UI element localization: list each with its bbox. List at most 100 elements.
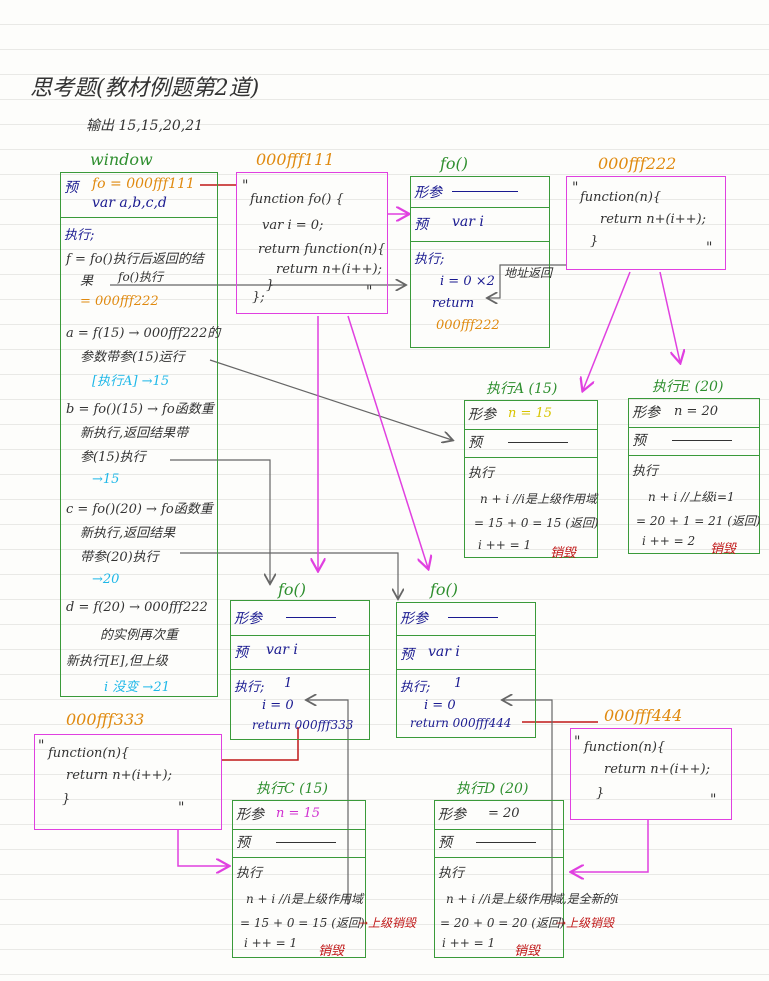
arrow-b-to-fo bbox=[170, 459, 270, 583]
fo-c-param-blank bbox=[448, 617, 498, 618]
arrow-c-to-fo bbox=[180, 552, 398, 598]
fo-main-pre-label: 预 bbox=[414, 217, 428, 233]
fo-main-exec1: i = 0 ×2 bbox=[440, 274, 495, 289]
execA-exec-label: 执行 bbox=[468, 466, 495, 481]
window-d-line4: i 没变 →21 bbox=[104, 680, 170, 695]
window-d-line1: d = f(20) → 000fff222 bbox=[66, 600, 208, 615]
heap111-code2: var i = 0; bbox=[262, 218, 324, 233]
execA-pre-label: 预 bbox=[468, 435, 482, 451]
heap111-code3: return function(n){ bbox=[258, 242, 386, 257]
execD-pre-blank bbox=[476, 842, 536, 843]
arrow-return-address bbox=[488, 264, 566, 298]
arrow-C-scope bbox=[307, 700, 349, 905]
fo-main-box bbox=[410, 176, 550, 348]
execE-line2: = 20 + 1 = 21 (返回) bbox=[636, 514, 761, 528]
window-b-line3: 参(15)执行 bbox=[80, 450, 146, 465]
execC-box bbox=[232, 800, 366, 958]
heap111-address: 000fff111 bbox=[256, 150, 335, 169]
execA-destroy: 销毁 bbox=[550, 546, 577, 561]
execD-param-label: 形参 bbox=[438, 807, 466, 823]
arrow-D-scope bbox=[503, 700, 553, 905]
window-b-line1: b = fo()(15) → fo函数重 bbox=[66, 402, 214, 417]
window-f-line2: 果 bbox=[80, 274, 94, 289]
execE-destroy: 销毁 bbox=[710, 542, 737, 557]
window-c-line4: →20 bbox=[92, 572, 120, 587]
execA-line1: n + i //i是上级作用域 bbox=[480, 492, 597, 506]
fo-main-return-note: 地址返回 bbox=[504, 266, 553, 280]
execC-param-label: 形参 bbox=[236, 807, 264, 823]
heap222-open-quote: " bbox=[572, 180, 579, 196]
heap222-code1: function(n){ bbox=[580, 190, 662, 205]
arrow-111-fo-c bbox=[347, 315, 428, 568]
fo-main-exec-label: 执行; bbox=[414, 252, 445, 267]
heap222-code3: } bbox=[590, 234, 599, 249]
heap333-close-quote: " bbox=[178, 800, 185, 816]
fo-b-exec-label: 执行; bbox=[234, 680, 265, 695]
window-header: window bbox=[90, 150, 153, 169]
window-pre-vars: var a,b,c,d bbox=[92, 195, 167, 211]
execC-line3: i ++ = 1 bbox=[244, 936, 298, 950]
execC-param-value: n = 15 bbox=[276, 806, 321, 821]
execD-box bbox=[434, 800, 564, 958]
heap111-code5: } bbox=[266, 278, 275, 293]
execC-line1: n + i //i是上级作用域 bbox=[246, 892, 363, 906]
window-f-line2b: fo()执行 bbox=[118, 270, 164, 284]
fo-b-param-label: 形参 bbox=[234, 611, 262, 627]
fo-b-pre-var: var i bbox=[266, 642, 298, 658]
execC-line2: = 15 + 0 = 15 (返回) bbox=[240, 916, 365, 930]
fo-b-exec-mark: 1 bbox=[284, 676, 293, 691]
heap333-box bbox=[34, 734, 222, 830]
execD-header: 执行D (20) bbox=[456, 781, 529, 797]
arrow-222-A bbox=[583, 271, 631, 390]
fo-c-box bbox=[396, 602, 536, 738]
window-a-line1: a = f(15) → 000fff222的 bbox=[66, 326, 221, 341]
execD-line3: i ++ = 1 bbox=[442, 936, 496, 950]
execE-exec-label: 执行 bbox=[632, 464, 659, 479]
execD-exec-label: 执行 bbox=[438, 866, 465, 881]
heap444-box bbox=[570, 728, 732, 820]
heap222-code2: return n+(i++); bbox=[600, 212, 706, 227]
execD-line2: = 20 + 0 = 20 (返回) bbox=[440, 916, 565, 930]
execE-pre-label: 预 bbox=[632, 433, 646, 449]
fo-main-exec3: 000fff222 bbox=[436, 318, 500, 333]
heap333-open-quote: " bbox=[38, 738, 45, 754]
heap111-code4: return n+(i++); bbox=[276, 262, 382, 277]
heap222-box bbox=[566, 176, 726, 270]
fo-c-pre-var: var i bbox=[428, 644, 460, 660]
execD-destroy: 销毁 bbox=[514, 944, 541, 959]
execE-line1: n + i //上级i=1 bbox=[648, 490, 735, 504]
arrow-333-C bbox=[177, 830, 228, 866]
fo-b-exec2: return 000fff333 bbox=[252, 718, 354, 732]
execD-line1: n + i //i是上级作用域,是全新的i bbox=[446, 892, 619, 906]
fo-c-header: fo() bbox=[430, 580, 459, 599]
execC-pre-label: 预 bbox=[236, 835, 250, 851]
pointer-fob-333 bbox=[222, 727, 299, 761]
execC-header: 执行C (15) bbox=[256, 781, 328, 797]
execE-param-value: n = 20 bbox=[674, 404, 719, 419]
execC-line2-note: →上级销毁 bbox=[358, 916, 417, 930]
window-d-line2: 的实例再次重 bbox=[100, 628, 179, 643]
fo-main-pre-var: var i bbox=[452, 214, 484, 230]
execE-line3: i ++ = 2 bbox=[642, 534, 696, 548]
execA-pre-blank bbox=[508, 442, 568, 443]
fo-b-exec1: i = 0 bbox=[262, 698, 294, 713]
arrow-222-E bbox=[659, 271, 680, 362]
window-f-line3: = 000fff222 bbox=[80, 294, 159, 309]
execA-header: 执行A (15) bbox=[486, 381, 558, 397]
execA-line2: = 15 + 0 = 15 (返回) bbox=[474, 516, 599, 530]
execA-param-value: n = 15 bbox=[508, 406, 553, 421]
heap444-close-quote: " bbox=[710, 792, 717, 808]
fo-c-exec1: i = 0 bbox=[424, 698, 456, 713]
heap333-code1: function(n){ bbox=[48, 746, 130, 761]
execE-box bbox=[628, 398, 760, 554]
heap111-code6: }; bbox=[252, 290, 265, 305]
fo-b-header: fo() bbox=[278, 580, 307, 599]
execD-line2-note: →上级销毁 bbox=[556, 916, 615, 930]
heap111-open-quote: " bbox=[242, 178, 249, 194]
fo-c-exec-label: 执行; bbox=[400, 680, 431, 695]
execC-exec-label: 执行 bbox=[236, 866, 263, 881]
window-c-line2: 新执行,返回结果 bbox=[80, 526, 176, 541]
heap111-code1: function fo() { bbox=[250, 192, 344, 207]
execC-destroy: 销毁 bbox=[318, 944, 345, 959]
window-d-line3: 新执行[E],但上级 bbox=[66, 654, 168, 669]
